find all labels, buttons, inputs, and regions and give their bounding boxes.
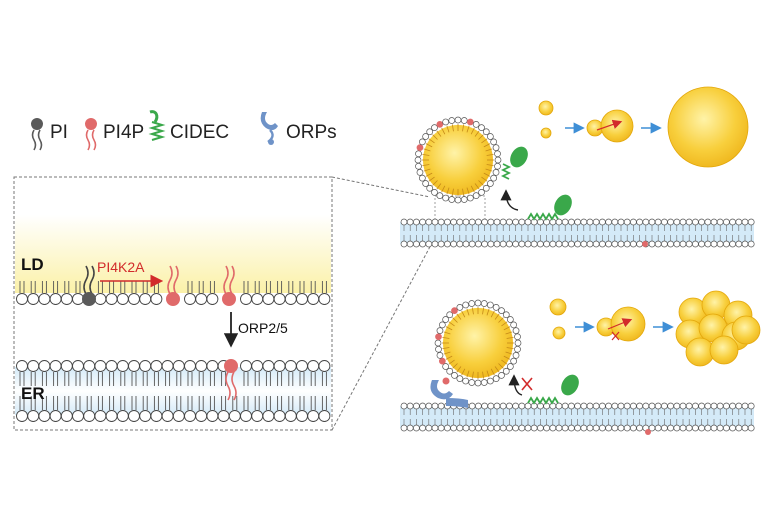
fusing-droplets — [586, 109, 634, 143]
small-droplet — [540, 127, 552, 139]
legend-pi-label: PI — [50, 122, 68, 143]
pi4p-lipid — [166, 265, 180, 306]
er-bilayer — [16, 360, 331, 422]
small-droplet — [538, 100, 554, 116]
pi4p-icon — [85, 118, 97, 151]
pi4p-lipid-er — [642, 241, 648, 247]
pi4p-lipid-er — [645, 429, 651, 435]
legend-orps-label: ORPs — [286, 122, 337, 143]
ld-monolayer — [16, 281, 331, 305]
small-droplet — [549, 298, 567, 316]
legend-cidec-label: CIDEC — [170, 122, 229, 143]
legend: PI PI4P CIDEC ORPs — [31, 110, 337, 151]
inhibited-scene — [400, 290, 761, 435]
pi4p-lipid-er — [224, 359, 238, 401]
pi4p-lipid — [222, 265, 236, 306]
pi-lipid — [82, 265, 96, 306]
lipid-droplet-bottom — [434, 299, 522, 387]
normal-scene — [400, 86, 755, 248]
cluster-droplet — [709, 335, 739, 365]
clustered-droplets — [675, 290, 761, 367]
cluster-droplet — [731, 315, 761, 345]
cidec-recruit-arrow — [500, 189, 519, 211]
zoom-connector — [331, 176, 431, 198]
orp-protein — [430, 377, 468, 408]
zoom-region — [434, 195, 486, 233]
er-membrane-top — [400, 218, 755, 248]
cidec-protein-er — [527, 374, 579, 405]
blocked-recruit-arrow — [508, 374, 523, 396]
cidec-icon — [148, 110, 166, 141]
ld-label: LD — [21, 255, 44, 274]
er-label: ER — [21, 384, 45, 403]
zoom-connector — [331, 227, 441, 431]
pi4k2a-label: PI4K2A — [97, 259, 145, 275]
orps-icon — [260, 112, 278, 145]
orp-transfer-label: ORP2/5 — [238, 320, 288, 336]
inset-panel: LD ER PI4K2A ORP2/5 — [13, 176, 333, 431]
legend-pi4p-label: PI4P — [103, 122, 144, 143]
fusing-droplets-blocked — [596, 306, 646, 342]
pi-icon — [31, 118, 43, 151]
er-membrane-bottom — [400, 402, 755, 432]
lipid-droplet-top — [414, 116, 502, 204]
block-cross-icon — [521, 377, 533, 391]
small-droplet — [552, 326, 566, 340]
cidec-protein-er — [527, 194, 572, 221]
cidec-protein — [500, 146, 528, 180]
large-droplet — [667, 86, 749, 168]
